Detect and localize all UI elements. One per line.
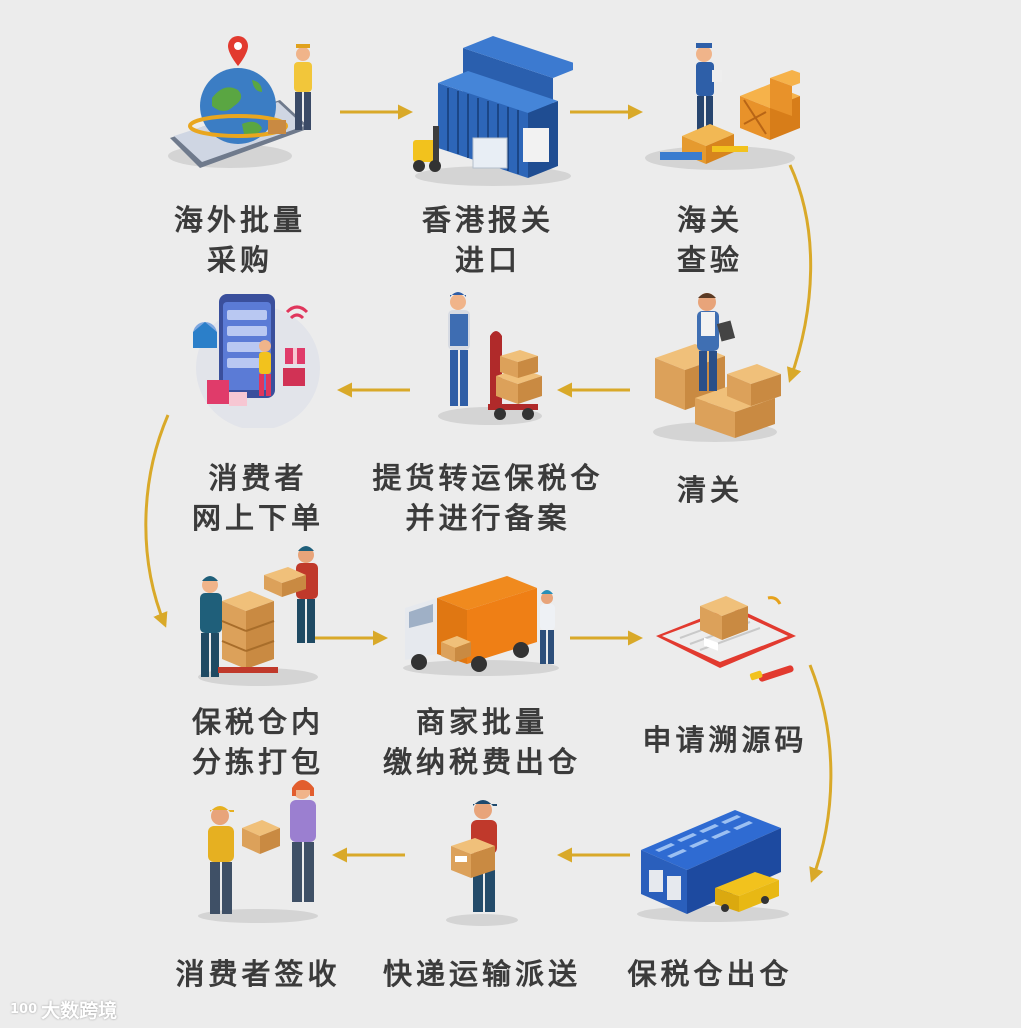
step-customs-clearance: 清关 [590, 288, 830, 518]
step-customs-inspection: 海关 查验 [590, 28, 830, 278]
step-trace-code: 申请溯源码 [605, 578, 845, 778]
step-label: 快递运输派送 [382, 957, 581, 991]
shipping-container-icon [403, 28, 573, 188]
step-consumer-sign: 消费者签收 [138, 776, 378, 1008]
step-consumer-order: 消费者 网上下单 [138, 288, 378, 538]
step-label: 保税仓内 分拣打包 [191, 705, 324, 779]
parcel-handover-icon [188, 776, 328, 926]
watermark-logo-icon: 100 [10, 1001, 38, 1017]
workers-sorting-boxes-icon [188, 545, 328, 690]
warehouse-building-icon [625, 800, 795, 925]
courier-carrying-box-icon [437, 798, 527, 928]
step-label: 消费者签收 [175, 957, 341, 991]
step-hk-customs: 香港报关 进口 [368, 28, 608, 278]
step-label: 海外批量 采购 [173, 203, 306, 277]
step-warehouse-out: 保税仓出仓 [590, 800, 830, 1010]
step-express-delivery: 快递运输派送 [362, 798, 602, 1008]
step-label: 保税仓出仓 [627, 957, 793, 991]
watermark-text: 大数跨境 [41, 999, 118, 1022]
step-warehouse-sorting: 保税仓内 分拣打包 [138, 545, 378, 795]
step-label: 香港报关 进口 [421, 203, 554, 277]
inspector-crates-icon [620, 28, 800, 178]
step-merchant-tax: 商家批量 缴纳税费出仓 [362, 568, 602, 788]
step-label: 清关 [676, 473, 743, 507]
step-label: 海关 查验 [676, 203, 743, 277]
step-label: 申请溯源码 [642, 723, 808, 757]
step-transfer-bonded: 提货转运保税仓 并进行备案 [368, 288, 608, 538]
step-label: 商家批量 缴纳税费出仓 [382, 705, 581, 779]
globe-phone-icon [160, 28, 320, 178]
step-overseas-purchase: 海外批量 采购 [120, 28, 360, 278]
worker-on-boxes-icon [635, 288, 785, 448]
hand-truck-worker-icon [428, 288, 548, 428]
watermark: 100 大数跨境 [10, 994, 117, 1024]
step-label: 提货转运保税仓 并进行备案 [372, 461, 604, 535]
online-shopping-phone-icon [183, 288, 333, 428]
tablet-parcel-icon [650, 578, 800, 688]
step-label: 消费者 网上下单 [191, 461, 324, 535]
delivery-truck-icon [397, 568, 567, 678]
